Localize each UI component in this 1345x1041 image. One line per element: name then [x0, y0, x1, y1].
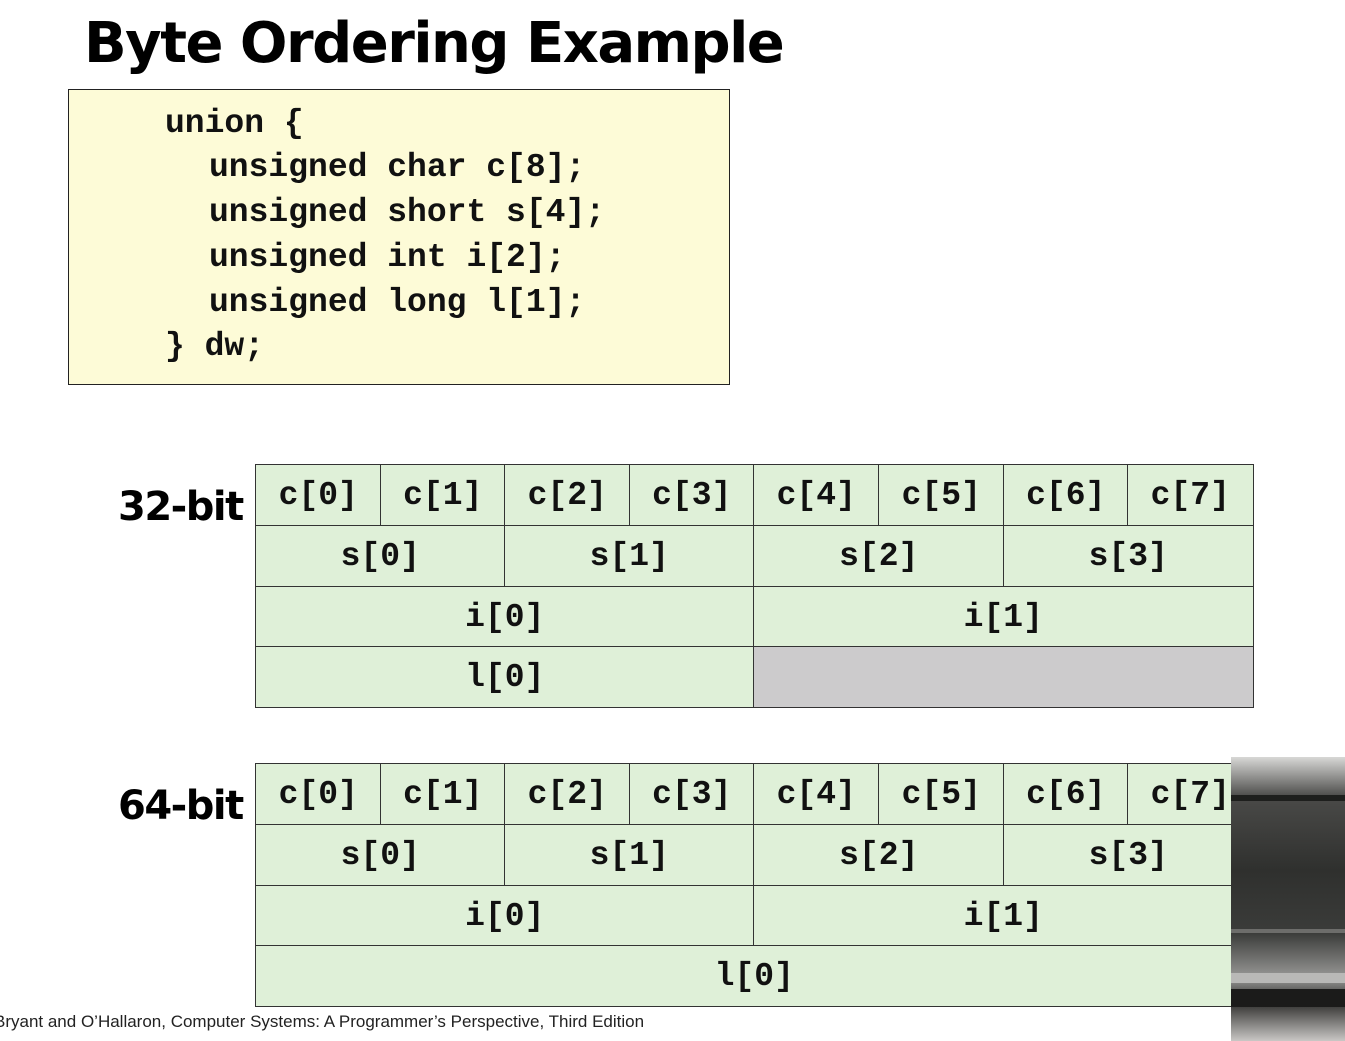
code-line: unsigned long l[1];: [209, 284, 586, 321]
byte-cell: s[2]: [753, 824, 1005, 886]
byte-cell: s[0]: [255, 525, 506, 587]
byte-cell: i[0]: [255, 586, 755, 648]
presenter-video-overlay: [1231, 757, 1345, 1041]
byte-cell: s[1]: [504, 824, 755, 886]
byte-layout-64bit: c[0]c[1]c[2]c[3]c[4]c[5]c[6]c[7]s[0]s[1]…: [255, 763, 1254, 1007]
slide-title: Byte Ordering Example: [84, 11, 785, 76]
code-line: unsigned short s[4];: [209, 194, 606, 231]
byte-cell: c[2]: [504, 763, 631, 825]
byte-cell: c[3]: [629, 763, 755, 825]
byte-cell: c[1]: [380, 464, 506, 526]
code-line: union {: [165, 105, 304, 142]
footer-citation: Bryant and O’Hallaron, Computer Systems:…: [0, 1012, 645, 1031]
byte-cell: c[6]: [1003, 763, 1129, 825]
byte-cell: s[2]: [753, 525, 1005, 587]
byte-cell: s[0]: [255, 824, 506, 886]
byte-cell: c[3]: [629, 464, 755, 526]
diagram-label-64bit: 64-bit: [118, 783, 244, 829]
code-line: unsigned char c[8];: [209, 149, 586, 186]
diagram-label-32bit: 32-bit: [118, 484, 244, 530]
code-line: } dw;: [165, 328, 265, 365]
byte-cell: c[0]: [255, 464, 382, 526]
byte-cell: c[6]: [1003, 464, 1129, 526]
code-box: union { unsigned char c[8]; unsigned sho…: [68, 89, 730, 385]
byte-cell: c[5]: [878, 464, 1005, 526]
byte-cell: c[5]: [878, 763, 1005, 825]
byte-cell: s[3]: [1003, 525, 1254, 587]
byte-cell: c[4]: [753, 763, 880, 825]
byte-cell: l[0]: [255, 945, 1254, 1007]
byte-cell: s[3]: [1003, 824, 1254, 886]
byte-cell: i[1]: [753, 586, 1254, 648]
byte-cell: i[1]: [753, 885, 1254, 947]
byte-cell: s[1]: [504, 525, 755, 587]
byte-cell: l[0]: [255, 646, 755, 708]
byte-cell: i[0]: [255, 885, 755, 947]
byte-cell: c[7]: [1127, 464, 1254, 526]
byte-cell: c[4]: [753, 464, 880, 526]
byte-layout-32bit: c[0]c[1]c[2]c[3]c[4]c[5]c[6]c[7] s[0]s[1]…: [255, 464, 1254, 708]
unused-byte-cell: [753, 646, 1254, 708]
byte-cell: c[0]: [255, 763, 382, 825]
code-line: unsigned int i[2];: [209, 239, 566, 276]
byte-cell: c[2]: [504, 464, 631, 526]
byte-cell: c[1]: [380, 763, 506, 825]
